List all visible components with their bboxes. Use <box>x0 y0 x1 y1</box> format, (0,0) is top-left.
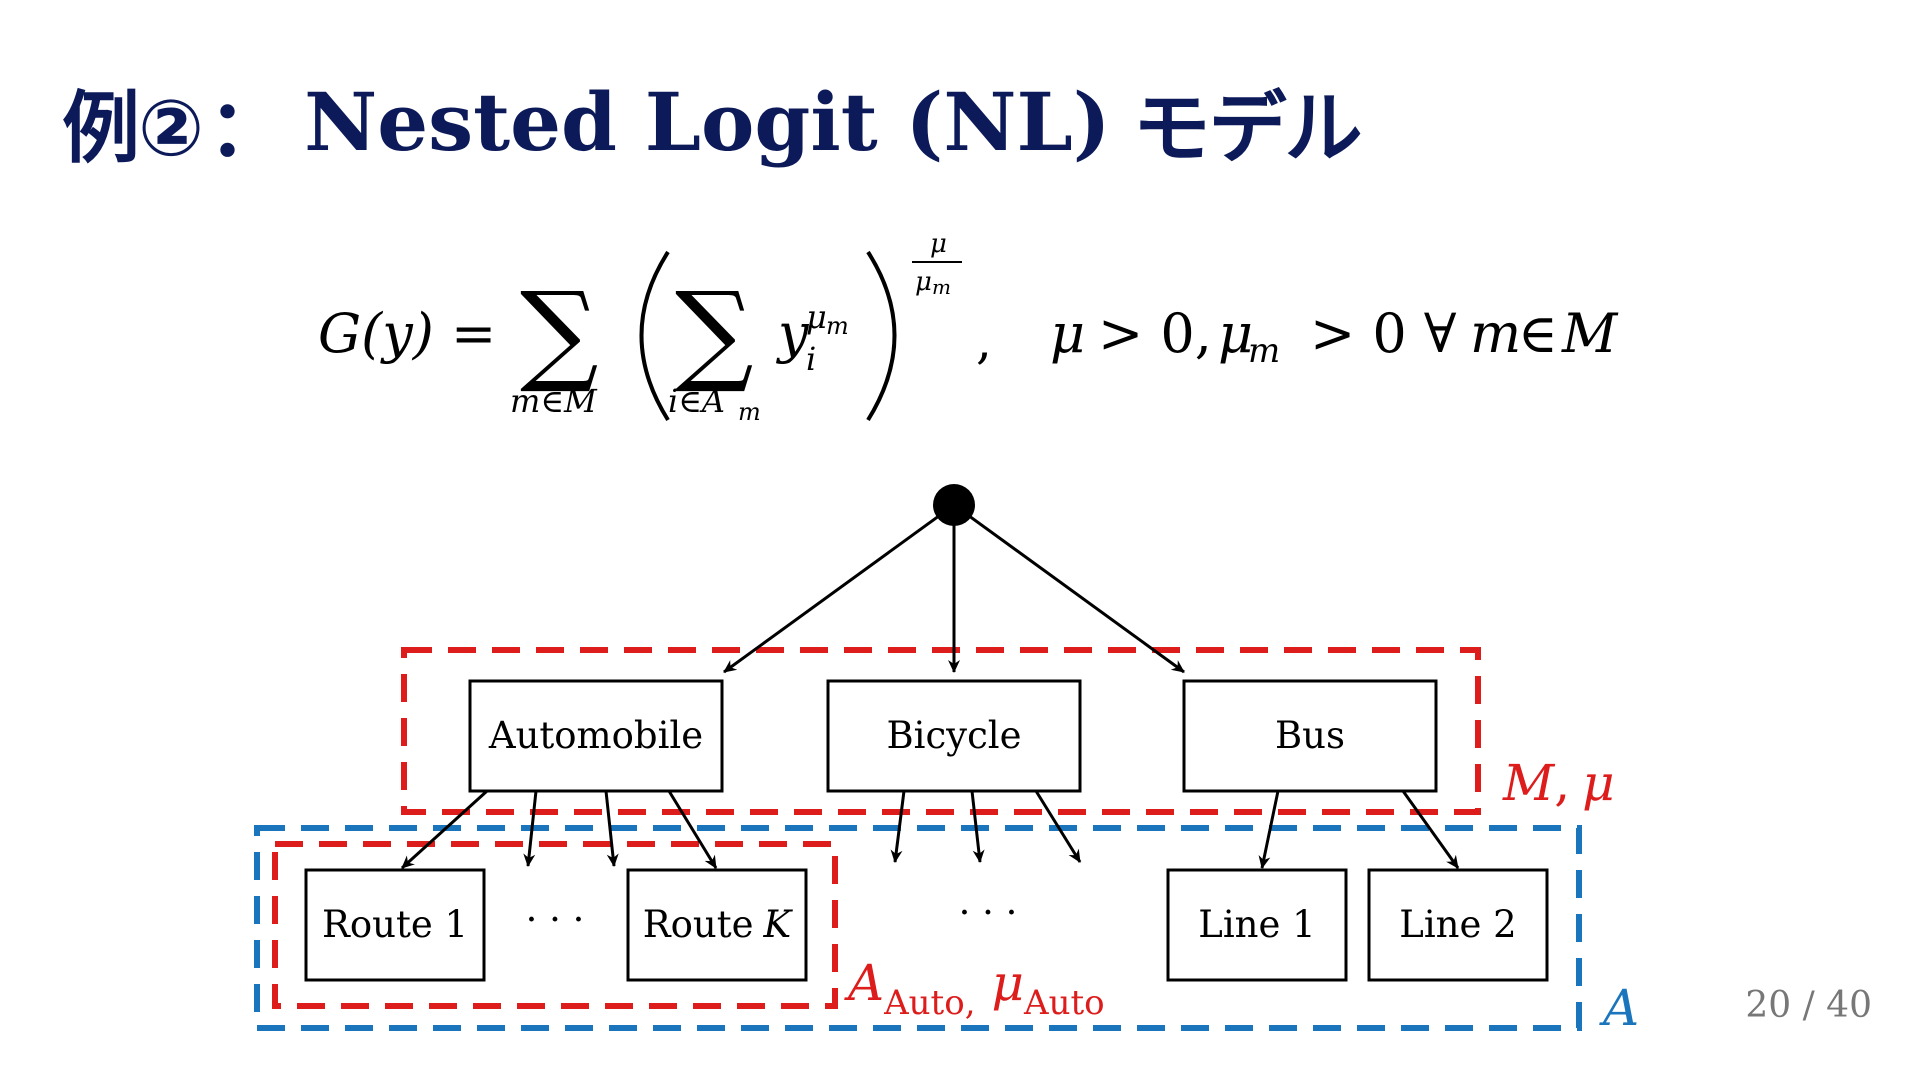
nest-modes-box <box>401 647 1481 815</box>
bicycle-alternatives-ellipsis: · · · <box>959 891 1018 934</box>
label-mu-auto-sub: Auto <box>1023 983 1105 1023</box>
label-auto-separator: , <box>965 983 976 1023</box>
formula-exp-den-sub: m <box>932 275 951 299</box>
formula-var-sup-sub: m <box>826 312 849 340</box>
label-A-auto: A <box>844 954 884 1012</box>
node-route-1: Route 1 <box>304 868 486 982</box>
arrow-auto-routeK <box>667 790 718 869</box>
slide-title: 例② ： Nested Logit (NL) モデル <box>62 62 1363 182</box>
node-line-1-label: Line 1 <box>1198 903 1315 946</box>
formula-cond-mum: μ <box>1218 302 1253 365</box>
label-A-auto-sub: Auto <box>883 983 965 1023</box>
formula-cond-M: M <box>1561 302 1619 365</box>
label-M: M <box>1502 754 1556 812</box>
formula-right-paren <box>866 250 897 422</box>
arrow-root-automobile <box>723 503 955 674</box>
arrow-bicycle-2 <box>970 790 985 863</box>
title-prefix: 例② <box>62 84 204 174</box>
arrow-auto-route1 <box>400 789 489 870</box>
arrow-auto-ellipsis-2 <box>604 790 619 867</box>
formula-sum-outer: ∑ <box>520 268 599 396</box>
node-bicycle: Bicycle <box>826 679 1082 793</box>
node-line-1: Line 1 <box>1166 868 1348 982</box>
label-all-alternatives: A <box>1599 979 1639 1037</box>
label-mu-auto: μ <box>992 954 1025 1012</box>
arrow-bicycle-1 <box>890 790 906 863</box>
formula-cond-mu: μ <box>1050 302 1085 365</box>
nl-generating-function-formula: G(y) = ∑ m∈M ∑ i∈A m y i μ m μ μ m , μ >… <box>318 229 1619 426</box>
node-bus-label: Bus <box>1275 714 1345 757</box>
arrow-bus-line2 <box>1401 790 1460 869</box>
label-auto-nest: AAuto,μAuto <box>844 954 1105 1023</box>
nest-auto-routes-box <box>272 841 838 1009</box>
nest-all-alternatives-box <box>254 825 1582 1031</box>
label-mu: μ <box>1582 754 1615 812</box>
title-suffix: モデル <box>1132 84 1363 174</box>
title-colon: ： <box>208 84 287 174</box>
routes-ellipsis: · · · <box>526 898 585 941</box>
formula-sum-inner: ∑ <box>675 268 754 396</box>
label-modes-nest: M,μ <box>1502 754 1615 812</box>
node-bus: Bus <box>1182 679 1438 793</box>
arrow-root-bus <box>953 503 1185 674</box>
label-M-separator: , <box>1554 754 1570 812</box>
node-route-k-label-base: Route <box>643 903 754 946</box>
node-line-2: Line 2 <box>1367 868 1549 982</box>
arrow-bus-line1 <box>1258 790 1280 869</box>
formula-var-sup: μ <box>806 298 827 336</box>
formula-cond-mum-sub: m <box>1248 331 1280 371</box>
formula-exp-den: μ <box>915 267 932 297</box>
formula-sum-inner-sub: i∈A <box>668 382 725 420</box>
arrow-auto-ellipsis-1 <box>523 790 538 867</box>
node-automobile: Automobile <box>468 679 724 793</box>
page-number: 20 / 40 <box>1745 985 1872 1026</box>
node-route-1-label: Route 1 <box>322 903 468 946</box>
title-main: Nested Logit (NL) <box>304 75 1111 169</box>
formula-var-sub: i <box>806 340 816 378</box>
formula-comma: , <box>976 312 992 370</box>
formula-sum-outer-sub: m∈M <box>510 382 598 420</box>
formula-lhs: G(y) = <box>318 302 496 365</box>
formula-left-paren <box>639 250 670 422</box>
formula-cond-m: m <box>1470 302 1521 365</box>
formula-sum-inner-sub-sub: m <box>738 398 761 426</box>
node-route-k-label-var: K <box>763 903 794 946</box>
formula-cond-gt2: > 0 ∀ <box>1310 302 1457 365</box>
formula-cond-in: ∈ <box>1518 302 1558 365</box>
formula-cond-gt1: > 0, <box>1098 302 1212 365</box>
node-line-2-label: Line 2 <box>1399 903 1516 946</box>
formula-exp-num: μ <box>930 229 947 259</box>
formula-var: y <box>776 302 810 365</box>
arrow-bicycle-3 <box>1034 790 1082 863</box>
node-automobile-label: Automobile <box>488 714 703 757</box>
node-bicycle-label: Bicycle <box>886 714 1021 757</box>
